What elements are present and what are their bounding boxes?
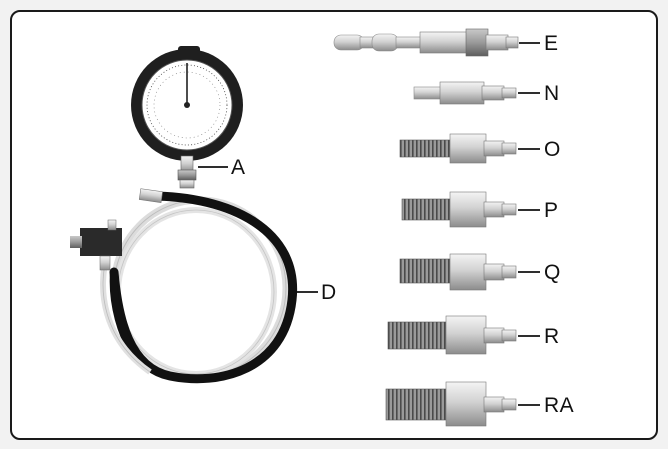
adapter-R (387, 315, 517, 355)
hose-assembly-D (70, 188, 298, 384)
adapter-E (333, 28, 519, 57)
label-D: D (321, 281, 337, 304)
adapter-RA (385, 381, 517, 427)
label-N: N (544, 82, 560, 105)
adapter-P (401, 191, 517, 228)
label-P: P (544, 199, 559, 222)
label-E: E (544, 32, 559, 55)
adapter-Q (399, 253, 517, 291)
label-O: O (544, 138, 561, 161)
label-A: A (231, 156, 246, 179)
label-RA: RA (544, 394, 575, 417)
adapter-O (399, 133, 517, 164)
label-Q: Q (544, 261, 561, 284)
adapter-N (413, 81, 517, 105)
label-R: R (544, 325, 560, 348)
diagram-frame (10, 10, 658, 440)
pressure-gauge-A (131, 46, 243, 189)
